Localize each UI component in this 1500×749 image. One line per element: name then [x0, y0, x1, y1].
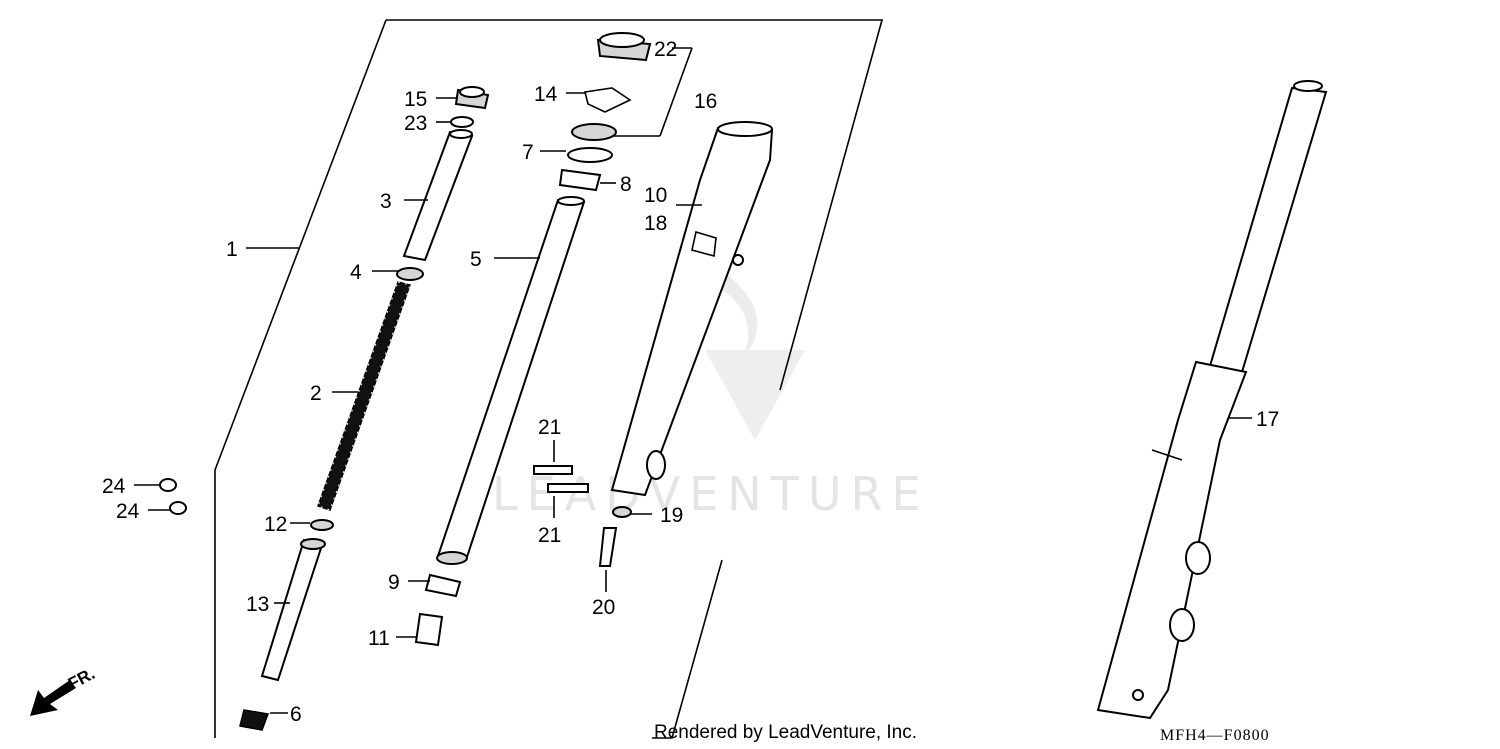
fork-slider [610, 121, 774, 497]
back-up-ring [567, 147, 613, 163]
callout-18: 18 [644, 212, 667, 235]
watermark: LEADVENTURE [492, 270, 930, 521]
fork-bolt [454, 86, 490, 110]
sealing-washer [612, 506, 632, 518]
callout-8: 8 [620, 173, 632, 196]
socket-bolt [598, 527, 618, 567]
fork-spring [317, 281, 411, 511]
seal-clip [584, 87, 632, 113]
callout-6: 6 [290, 703, 302, 726]
cap-upper [159, 478, 177, 492]
callout-21-lower: 21 [538, 524, 561, 547]
callout-12: 12 [264, 513, 287, 536]
slider-bushing [436, 551, 468, 565]
callout-19: 19 [660, 504, 683, 527]
o-ring [450, 116, 474, 128]
assembly-outline [214, 19, 884, 739]
spring-seat [396, 267, 424, 281]
callout-15: 15 [404, 88, 427, 111]
spacer-pipe-top [449, 129, 473, 139]
caliper-bolt-upper [533, 465, 573, 475]
fork-pipe-top [557, 196, 585, 206]
callout-14: 14 [534, 83, 558, 106]
damper-rod [260, 538, 324, 682]
callout-16: 16 [694, 90, 717, 113]
callout-13: 13 [246, 593, 269, 616]
guide-bushing [424, 573, 462, 598]
callout-9: 9 [388, 571, 400, 594]
callout-4: 4 [350, 261, 362, 284]
slide-bushing [558, 168, 602, 192]
leader-lines [134, 47, 1252, 714]
callout-1: 1 [226, 238, 238, 261]
diagram-code: MFH4—F0800 [1160, 727, 1270, 744]
watermark-text: LEADVENTURE [492, 467, 930, 521]
callouts: 1 2 3 4 5 6 7 8 9 10 18 11 12 13 14 15 1… [102, 38, 1279, 726]
rod-ring [310, 519, 334, 531]
front-direction-arrow: FR. [30, 664, 98, 716]
callout-11: 11 [368, 627, 390, 650]
assembled-fork [1096, 80, 1328, 720]
callout-5: 5 [470, 248, 482, 271]
credit-text: Rendered by LeadVenture, Inc. [654, 722, 917, 743]
dust-seal-top [599, 32, 645, 48]
callout-22: 22 [654, 38, 677, 61]
callout-3: 3 [380, 190, 392, 213]
callout-24-lower: 24 [116, 500, 140, 523]
callout-2: 2 [310, 382, 322, 405]
callout-21-upper: 21 [538, 416, 561, 439]
caliper-bolt-lower [547, 483, 589, 493]
callout-10: 10 [644, 184, 667, 207]
oil-seal [571, 123, 617, 141]
cap-lower [169, 501, 187, 515]
rebound-spring [239, 709, 270, 731]
callout-7: 7 [522, 141, 534, 164]
callout-17: 17 [1256, 408, 1279, 431]
spacer-pipe [402, 130, 474, 262]
callout-20: 20 [592, 596, 615, 619]
callout-24-upper: 24 [102, 475, 126, 498]
oil-lock-piece [414, 612, 444, 647]
piston-ring [300, 538, 326, 550]
callout-23: 23 [404, 112, 427, 135]
